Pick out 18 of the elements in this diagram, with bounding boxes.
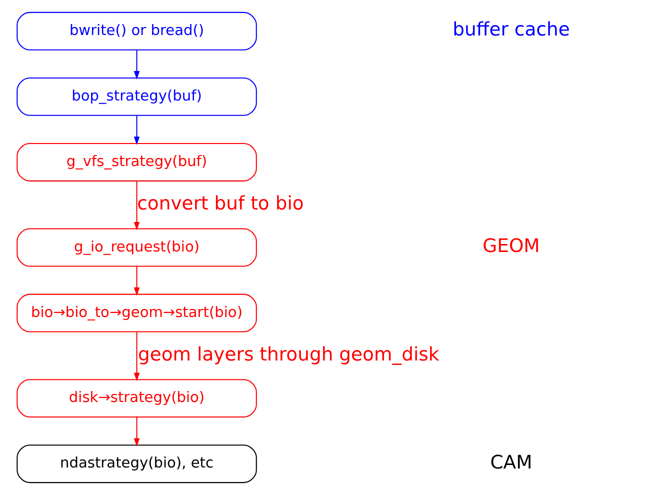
arrow	[134, 332, 140, 382]
label: CAM	[490, 452, 532, 474]
node-box: ndastrategy(bio), etc	[16, 444, 257, 484]
node-box: g_vfs_strategy(buf)	[16, 142, 257, 182]
arrow	[134, 50, 140, 80]
arrow	[134, 181, 140, 230]
edge-label: geom layers through geom_disk	[138, 344, 440, 366]
node-box: disk→strategy(bio)	[16, 379, 257, 418]
node-box: bio→bio_to→geom→start(bio)	[16, 294, 257, 332]
node-box: bop_strategy(buf)	[16, 77, 257, 116]
arrow	[134, 116, 140, 145]
label: GEOM	[482, 236, 540, 258]
arrow	[134, 266, 140, 296]
arrow	[134, 417, 140, 447]
label: buffer cache	[452, 20, 570, 41]
edge-label: convert buf to bio	[137, 193, 304, 214]
node-box: bwrite() or bread()	[16, 12, 257, 50]
node-box: g_io_request(bio)	[16, 228, 257, 267]
